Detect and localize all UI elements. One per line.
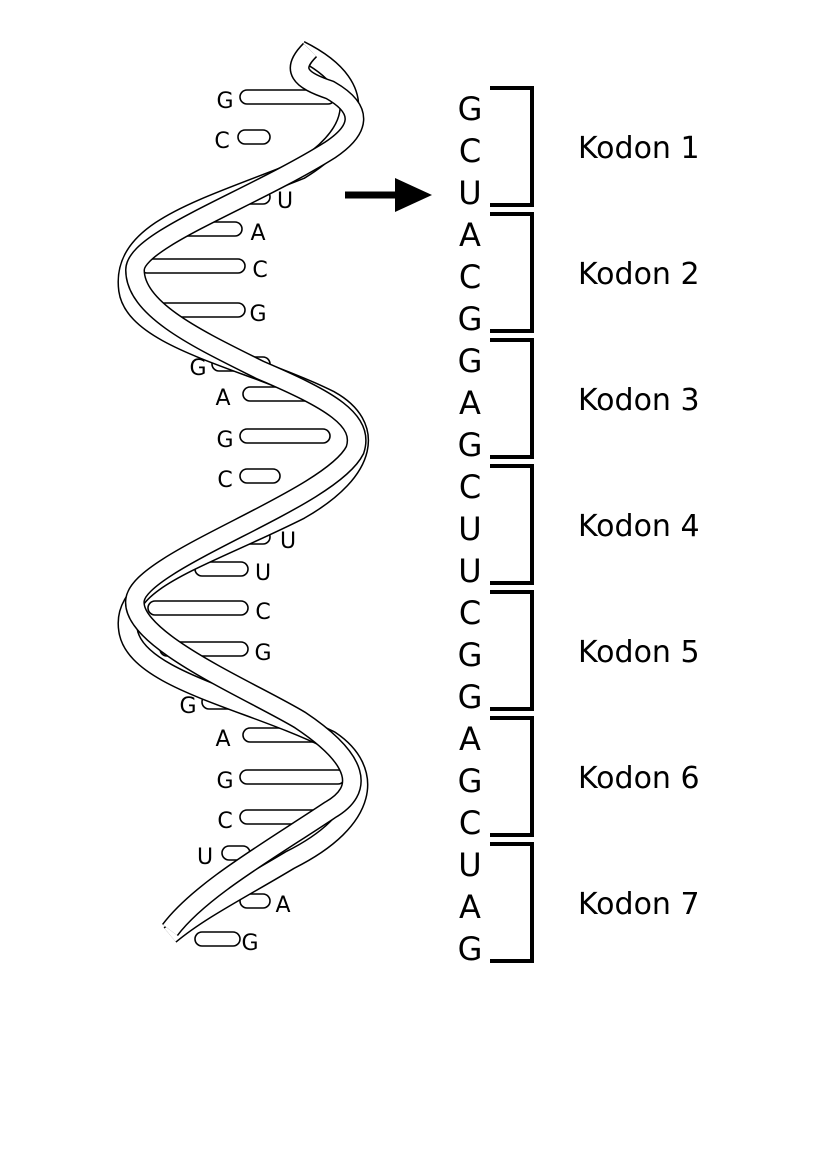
helix-base-label: U (277, 189, 293, 214)
helix-base-label: A (275, 893, 290, 918)
helix-base-label: G (216, 89, 233, 114)
sequence-base: U (458, 552, 481, 590)
helix-base-label: G (241, 931, 258, 956)
codon-bracket (490, 716, 534, 837)
codon-label: Kodon 6 (578, 761, 700, 796)
sequence-base: G (458, 636, 483, 674)
base-rung (239, 468, 281, 484)
sequence-base: U (458, 510, 481, 548)
codon-bracket (490, 86, 534, 207)
helix-base-label: A (215, 386, 230, 411)
codon-label: Kodon 7 (578, 887, 700, 922)
helix-backbone (117, 41, 370, 943)
helix-base-label: A (215, 727, 230, 752)
helix-base-label: C (252, 258, 267, 283)
sequence-base: G (458, 90, 483, 128)
base-rung (139, 258, 246, 274)
codon-label: Kodon 2 (578, 257, 700, 292)
codon-label: Kodon 1 (578, 131, 700, 166)
helix-base-label: U (197, 845, 213, 870)
sequence-base: C (459, 594, 481, 632)
sequence-base: G (458, 300, 483, 338)
helix-base-label: A (250, 221, 265, 246)
sequence-base: G (458, 930, 483, 968)
helix-base-label: C (217, 468, 232, 493)
right-arrow-icon (345, 178, 432, 212)
base-rung (194, 931, 241, 947)
base-rung (237, 129, 271, 145)
helix-base-label: C (217, 809, 232, 834)
codon-bracket (490, 842, 534, 963)
sequence-base: A (459, 888, 481, 926)
helix-base-label: U (255, 561, 271, 586)
codon-bracket (490, 464, 534, 585)
sequence-base: C (459, 132, 481, 170)
sequence-base: A (459, 216, 481, 254)
helix-base-label: G (179, 694, 196, 719)
sequence-base: C (459, 468, 481, 506)
sequence-base: G (458, 762, 483, 800)
helix-base-label: G (189, 356, 206, 381)
sequence-base: G (458, 426, 483, 464)
helix-base-label: G (216, 769, 233, 794)
sequence-base: C (459, 804, 481, 842)
sequence-base: G (458, 678, 483, 716)
helix-base-label: C (255, 600, 270, 625)
helix-base-label: G (254, 641, 271, 666)
sequence-base: G (458, 342, 483, 380)
codon-bracket (490, 338, 534, 459)
codon-label: Kodon 5 (578, 635, 700, 670)
helix-base-label: G (216, 428, 233, 453)
codon-bracket (490, 212, 534, 333)
helix-base-label: C (214, 129, 229, 154)
codon-label: Kodon 4 (578, 509, 700, 544)
base-rung (239, 769, 346, 785)
sequence-base: C (459, 258, 481, 296)
base-rung (147, 600, 249, 616)
sequence-base: A (459, 384, 481, 422)
base-rung (239, 428, 331, 444)
codon-label: Kodon 3 (578, 383, 700, 418)
codon-brackets (490, 86, 534, 963)
sequence-base: A (459, 720, 481, 758)
base-rung (239, 893, 271, 909)
sequence-base: U (458, 174, 481, 212)
sequence-base: U (458, 846, 481, 884)
backbone-strand-front-fill (126, 43, 366, 936)
codon-labels: Kodon 1 Kodon 2 Kodon 3 Kodon 4 Kodon 5 Kodon… (578, 131, 700, 922)
helix-base-label: U (280, 529, 296, 554)
codon-bracket (490, 590, 534, 711)
helix-base-label: G (249, 302, 266, 327)
